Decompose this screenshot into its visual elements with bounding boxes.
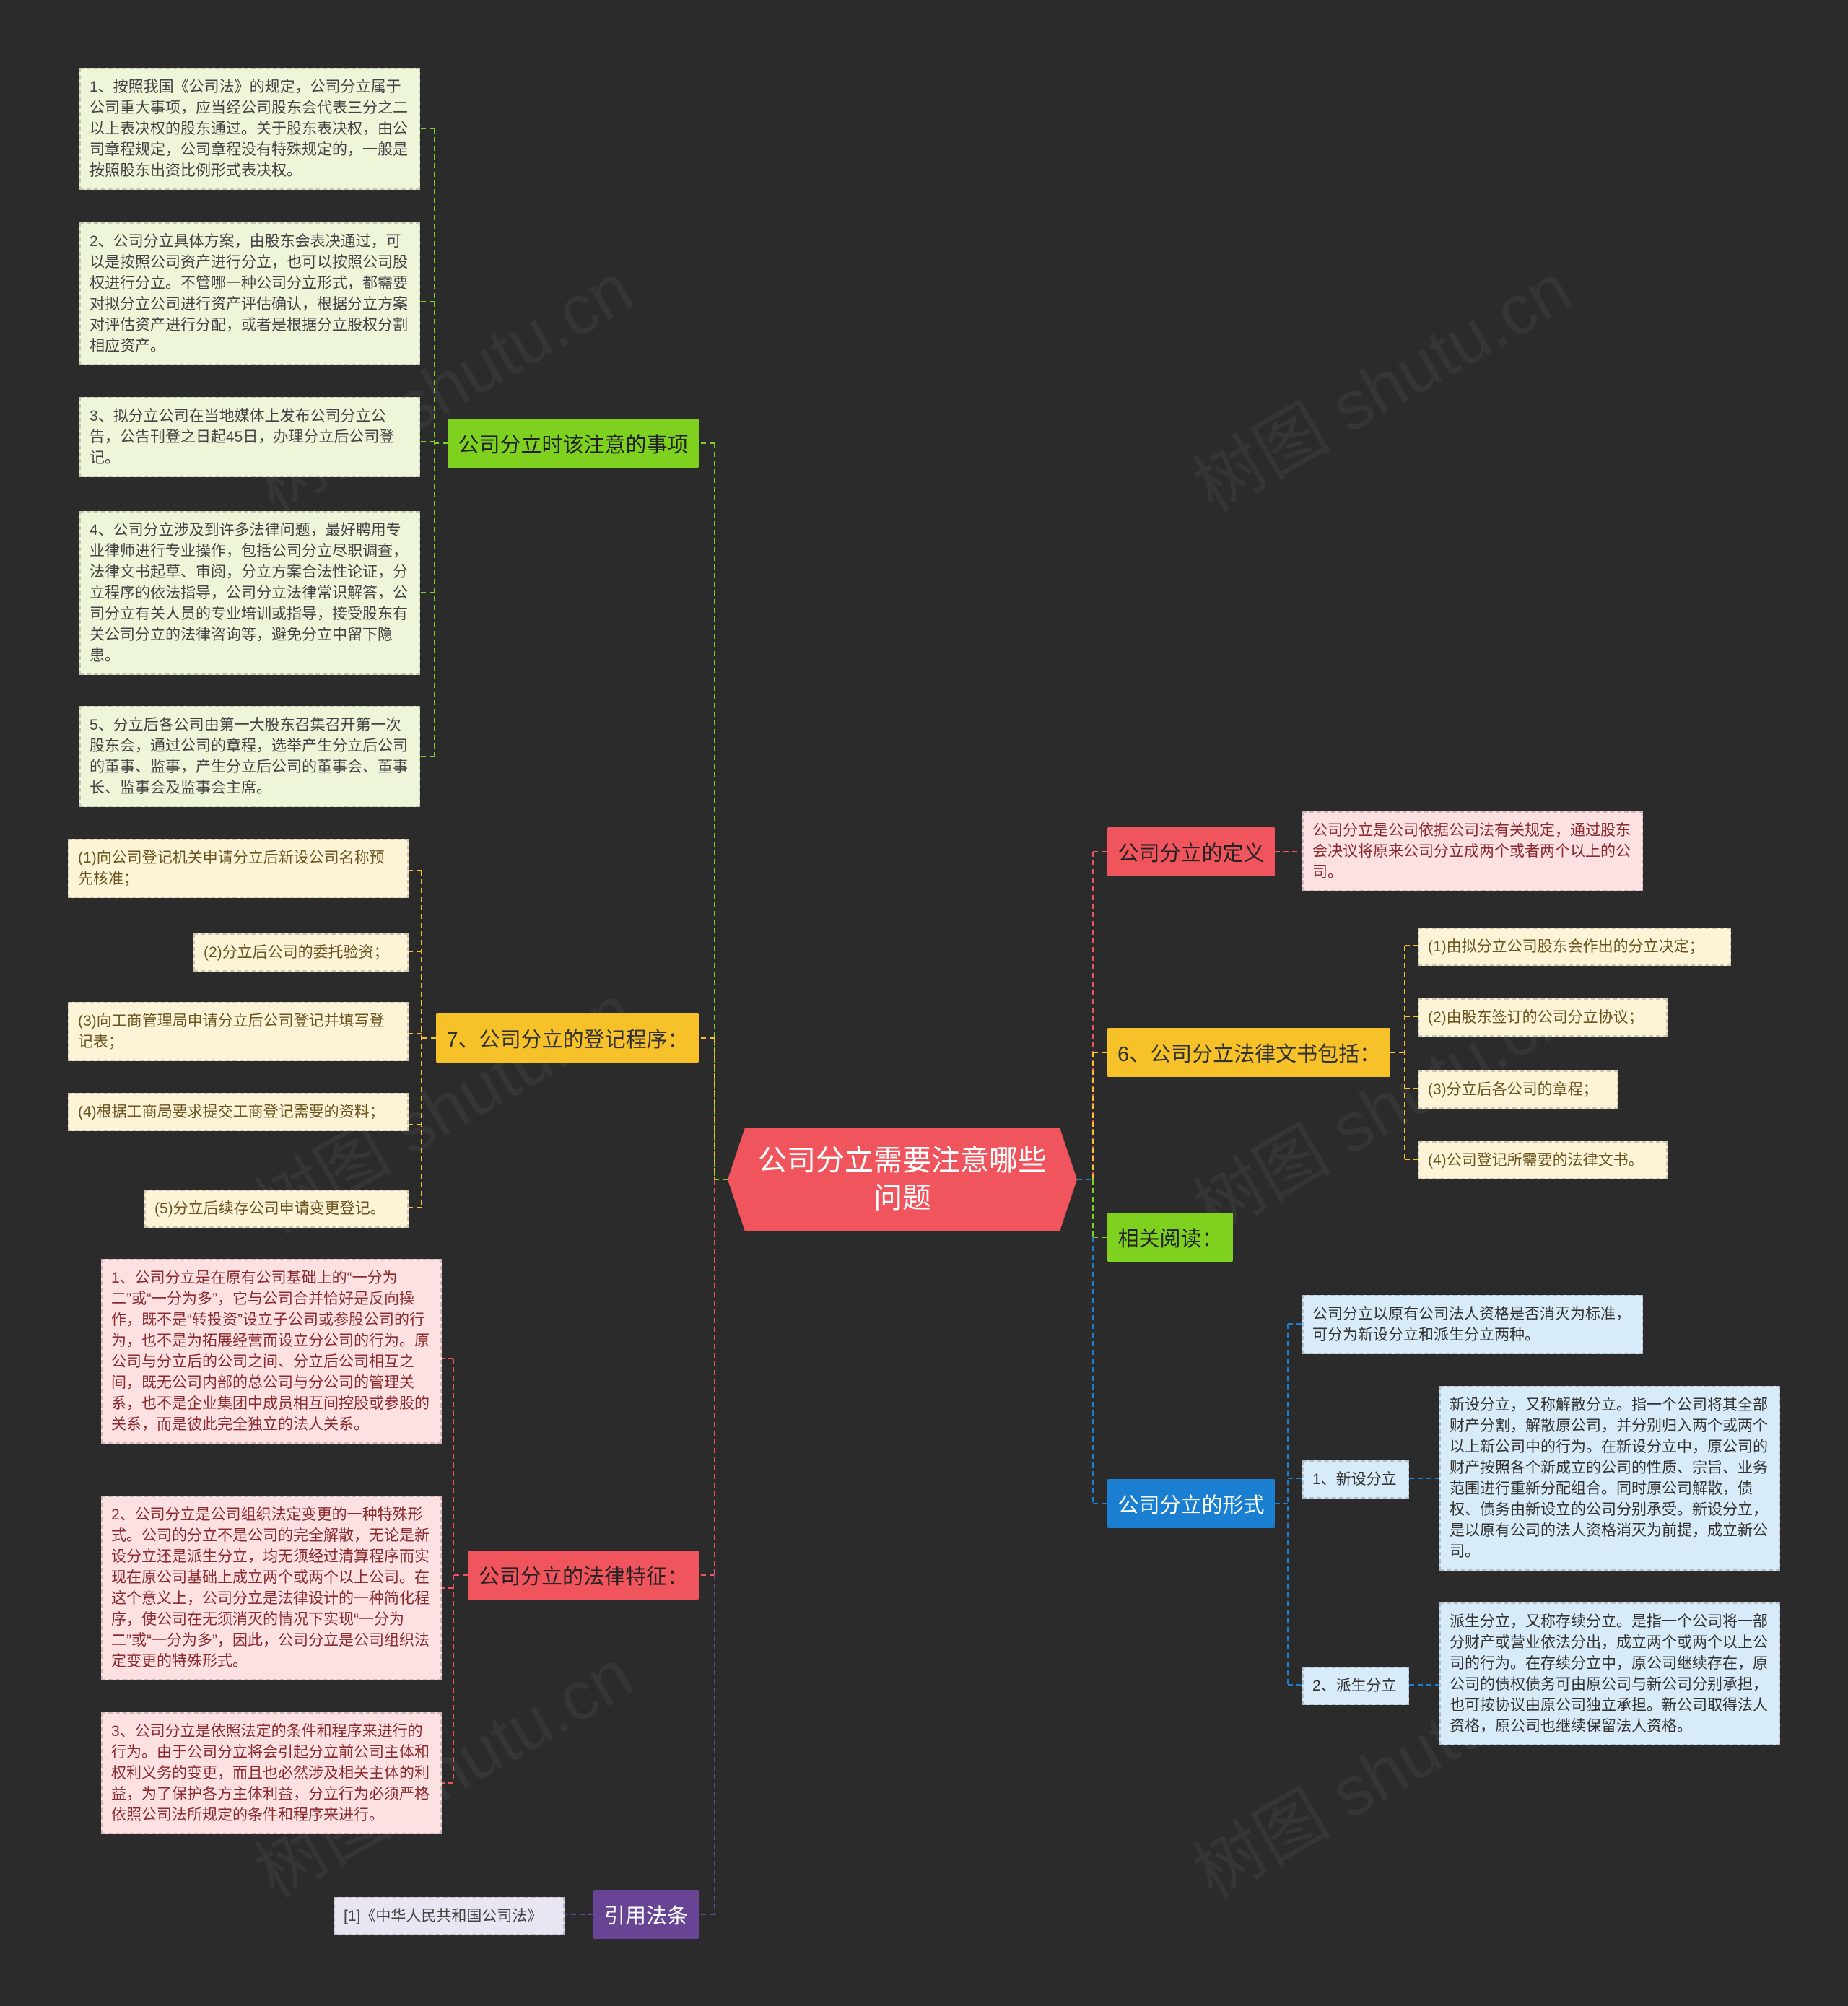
leaf-text: (2)分立后公司的委托验资； [204,944,389,961]
branch-label: 引用法条 [604,1905,689,1928]
leaf-text: 公司分立是公司依据公司法有关规定，通过股东会决议将原来公司分立成两个或者两个以上… [1312,822,1631,881]
branch-label: 公司分立的定义 [1117,842,1265,865]
registration-item-4[interactable]: (4)根据工商局要求提交工商登记需要的资料； [68,1093,409,1131]
forms-sub-new-division-text[interactable]: 新设分立，又称解散分立。指一个公司将其全部财产分割，解散原公司，并分别归入两个或… [1439,1386,1780,1571]
notes-item-1[interactable]: 1、按照我国《公司法》的规定，公司分立属于公司重大事项，应当经公司股东会代表三分… [79,68,420,190]
leaf-text: 1、公司分立是在原有公司基础上的“一分为二”或“一分为多”，它与公司合并恰好是反… [111,1270,430,1433]
leaf-text: 2、公司分立是公司组织法定变更的一种特殊形式。公司的分立不是公司的完全解散，无论… [111,1506,430,1670]
forms-sub-derived-division[interactable]: 2、派生分立 [1302,1667,1409,1705]
leaf-text: (4)公司登记所需要的法律文书。 [1428,1152,1644,1169]
branch-legal-features[interactable]: 公司分立的法律特征： [468,1551,699,1600]
leaf-text: 3、公司分立是依照法定的条件和程序来进行的行为。由于公司分立将会引起分立前公司主… [111,1723,430,1823]
registration-item-5[interactable]: (5)分立后续存公司申请变更登记。 [144,1190,409,1228]
leaf-text: 派生分立，又称存续分立。是指一个公司将一部分财产或营业依法分出，成立两个或两个以… [1450,1613,1768,1735]
central-topic-label: 公司分立需要注意哪些问题 [758,1145,1047,1214]
central-topic[interactable]: 公司分立需要注意哪些问题 [728,1128,1077,1231]
registration-item-3[interactable]: (3)向工商管理局申请分立后公司登记并填写登记表； [68,1002,409,1061]
registration-item-2[interactable]: (2)分立后公司的委托验资； [193,933,409,972]
branch-label: 公司分立时该注意的事项 [458,434,689,457]
leaf-text: 4、公司分立涉及到许多法律问题，最好聘用专业律师进行专业操作，包括公司分立尽职调… [90,522,408,664]
notes-item-5[interactable]: 5、分立后各公司由第一大股东召集召开第一次股东会，通过公司的章程，选举产生分立后… [79,706,420,807]
documents-item-2[interactable]: (2)由股东签订的公司分立协议； [1418,998,1668,1037]
branch-label: 6、公司分立法律文书包括： [1117,1043,1381,1066]
branch-citation[interactable]: 引用法条 [593,1890,699,1939]
leaf-text: 新设分立，又称解散分立。指一个公司将其全部财产分割，解散原公司，并分别归入两个或… [1450,1397,1768,1560]
registration-item-1[interactable]: (1)向公司登记机关申请分立后新设公司名称预先核准； [68,839,409,898]
branch-definition[interactable]: 公司分立的定义 [1107,827,1275,876]
leaf-text: 5、分立后各公司由第一大股东召集召开第一次股东会，通过公司的章程，选举产生分立后… [90,717,408,796]
sub-label: 1、新设分立 [1312,1471,1397,1488]
legal-features-item-1[interactable]: 1、公司分立是在原有公司基础上的“一分为二”或“一分为多”，它与公司合并恰好是反… [101,1259,442,1444]
leaf-text: 公司分立以原有公司法人资格是否消灭为标准，可分为新设分立和派生分立两种。 [1312,1306,1631,1343]
branch-label: 公司分立的法律特征： [479,1566,689,1589]
notes-item-4[interactable]: 4、公司分立涉及到许多法律问题，最好聘用专业律师进行专业操作，包括公司分立尽职调… [79,511,420,675]
legal-features-item-3[interactable]: 3、公司分立是依照法定的条件和程序来进行的行为。由于公司分立将会引起分立前公司主… [101,1712,442,1834]
notes-item-3[interactable]: 3、拟分立公司在当地媒体上发布公司分立公告，公告刊登之日起45日，办理分立后公司… [79,397,420,477]
leaf-text: (4)根据工商局要求提交工商登记需要的资料； [78,1104,385,1120]
leaf-text: (1)向公司登记机关申请分立后新设公司名称预先核准； [78,850,385,887]
sub-label: 2、派生分立 [1312,1678,1397,1694]
branch-forms[interactable]: 公司分立的形式 [1107,1479,1275,1528]
branch-registration[interactable]: 7、公司分立的登记程序： [436,1013,699,1063]
forms-sub-derived-division-text[interactable]: 派生分立，又称存续分立。是指一个公司将一部分财产或营业依法分出，成立两个或两个以… [1439,1602,1780,1745]
branch-label: 公司分立的形式 [1117,1494,1265,1517]
definition-item-1[interactable]: 公司分立是公司依据公司法有关规定，通过股东会决议将原来公司分立成两个或者两个以上… [1302,811,1643,891]
forms-sub-new-division[interactable]: 1、新设分立 [1302,1460,1409,1499]
leaf-text: (3)分立后各公司的章程； [1428,1081,1598,1098]
branch-label: 相关阅读： [1117,1228,1223,1251]
branch-notes[interactable]: 公司分立时该注意的事项 [448,419,699,468]
leaf-text: (2)由股东签订的公司分立协议； [1428,1009,1644,1026]
documents-item-4[interactable]: (4)公司登记所需要的法律文书。 [1418,1141,1668,1179]
leaf-text: (3)向工商管理局申请分立后公司登记并填写登记表； [78,1013,385,1050]
leaf-text: 2、公司分立具体方案，由股东会表决通过，可以是按照公司资产进行分立，也可以按照公… [90,233,408,354]
leaf-text: [1]《中华人民共和国公司法》 [344,1908,543,1924]
branch-related-reading[interactable]: 相关阅读： [1107,1213,1233,1262]
branch-label: 7、公司分立的登记程序： [446,1029,689,1052]
leaf-text: 1、按照我国《公司法》的规定，公司分立属于公司重大事项，应当经公司股东会代表三分… [90,79,408,179]
forms-intro[interactable]: 公司分立以原有公司法人资格是否消灭为标准，可分为新设分立和派生分立两种。 [1302,1295,1643,1354]
citation-item-1[interactable]: [1]《中华人民共和国公司法》 [334,1897,565,1935]
documents-item-1[interactable]: (1)由拟分立公司股东会作出的分立决定； [1418,928,1731,966]
branch-documents[interactable]: 6、公司分立法律文书包括： [1107,1028,1390,1077]
leaf-text: (5)分立后续存公司申请变更登记。 [154,1200,385,1217]
leaf-text: 3、拟分立公司在当地媒体上发布公司分立公告，公告刊登之日起45日，办理分立后公司… [90,408,395,466]
leaf-text: (1)由拟分立公司股东会作出的分立决定； [1428,938,1704,955]
legal-features-item-2[interactable]: 2、公司分立是公司组织法定变更的一种特殊形式。公司的分立不是公司的完全解散，无论… [101,1496,442,1680]
notes-item-2[interactable]: 2、公司分立具体方案，由股东会表决通过，可以是按照公司资产进行分立，也可以按照公… [79,222,420,365]
documents-item-3[interactable]: (3)分立后各公司的章程； [1418,1070,1618,1109]
